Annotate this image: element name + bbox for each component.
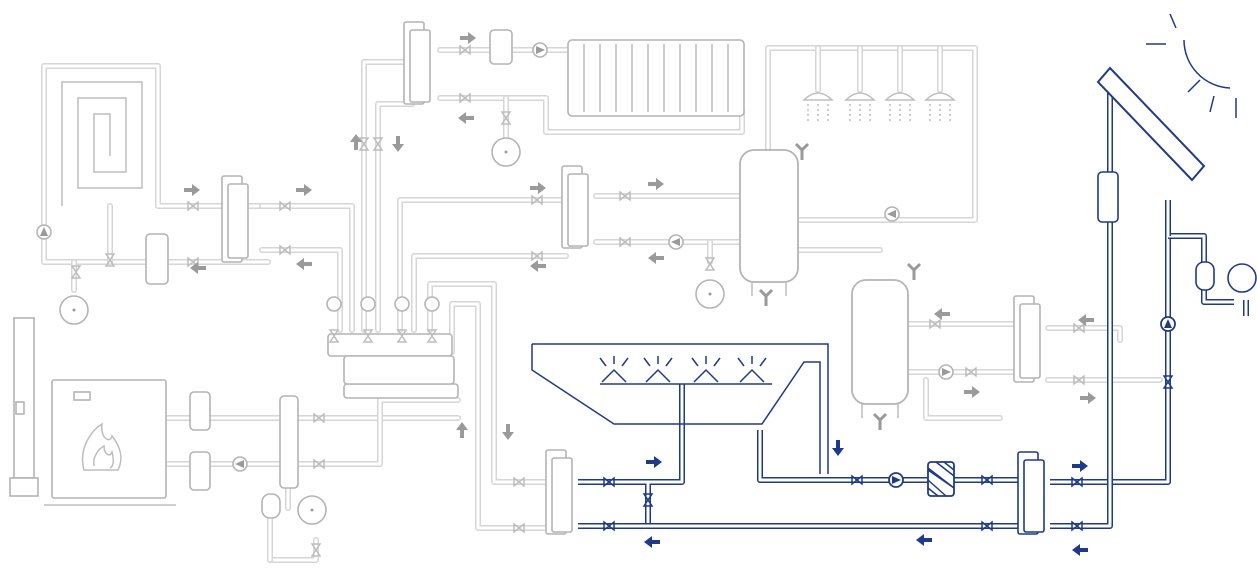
pressure-gauge-icon	[59, 137, 1257, 525]
manifold-distributor	[327, 333, 459, 399]
expansion-vessel-icon	[261, 261, 1215, 519]
strainer-filter-icon	[927, 461, 955, 497]
shower-head-icon	[802, 92, 956, 122]
sun-icon	[1146, 13, 1237, 118]
boiler-unit	[44, 379, 176, 506]
radiator-icon	[567, 39, 745, 117]
highlighted-solar-loop	[578, 90, 1249, 529]
pool-spray-nozzle-icon	[599, 356, 767, 383]
pool-basin	[531, 343, 829, 474]
circulation-pump-icon	[36, 42, 1176, 488]
solar-collector-panel	[1096, 66, 1206, 182]
buffer-tank	[851, 279, 909, 418]
drain-outlet-icon	[758, 142, 922, 430]
hot-water-storage-tank	[739, 149, 799, 296]
pipe-network	[41, 45, 1163, 563]
boiler-flame-icon	[81, 422, 122, 471]
flow-arrows	[184, 32, 1096, 556]
chimney-icon	[9, 317, 39, 497]
gate-valve-icon	[70, 44, 1174, 557]
plate-heat-exchanger	[221, 21, 1045, 535]
air-separator-icon	[145, 29, 1119, 491]
